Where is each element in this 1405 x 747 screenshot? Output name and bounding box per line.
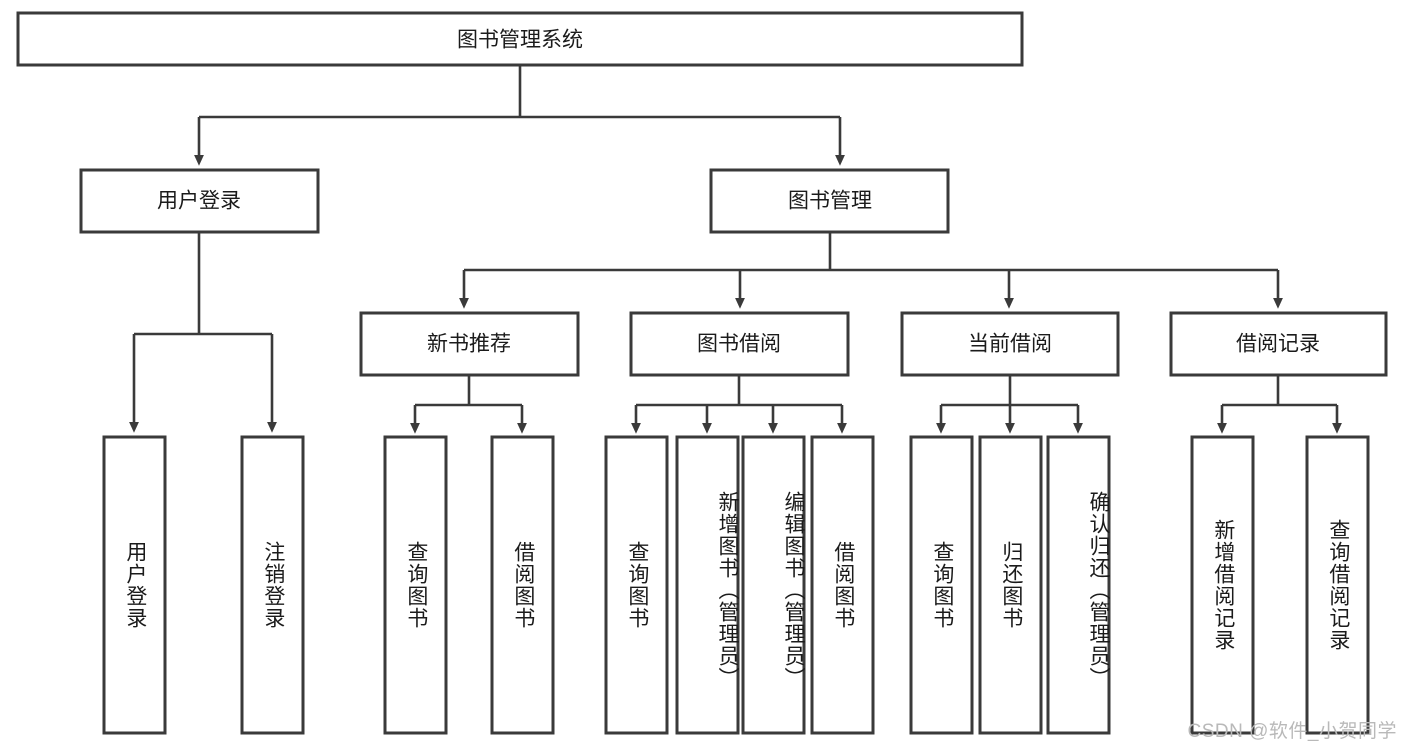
csdn-watermark: CSDN @软件_小贺同学 [1187,721,1397,742]
connector-group-userlogin-to-leaves [129,232,277,433]
connector-group-bookborrow-to-leaves [631,375,847,434]
leaf-group-new-book-recommend [383,435,555,735]
leaf-box-current-borrow-2[interactable] [1046,435,1111,735]
node-current-borrow-label: 当前借阅 [968,333,1052,356]
leaf-box-book-borrow-2[interactable] [741,435,806,735]
node-new-book-recommend[interactable]: 新书推荐 [359,311,580,377]
leaf-box-book-borrow-0[interactable] [604,435,669,735]
node-root-box[interactable] [16,11,1024,67]
node-new-book-recommend-box[interactable] [359,311,580,377]
node-root[interactable]: 图书管理系统 [16,11,1024,67]
leaf-group-user-login [102,435,305,735]
leaf-box-book-borrow-3[interactable] [810,435,875,735]
leaf-box-new-book-0[interactable] [383,435,448,735]
node-borrow-record-box[interactable] [1169,311,1388,377]
leaf-group-borrow-record [1190,435,1370,735]
connector-group-currentborrow-to-leaves [936,375,1083,434]
leaf-box-current-borrow-0[interactable] [909,435,974,735]
leaf-box-borrow-record-0[interactable] [1190,435,1255,735]
leaf-box-current-borrow-1[interactable] [978,435,1043,735]
leaf-box-new-book-1[interactable] [490,435,555,735]
leaf-group-book-borrow [604,435,875,735]
node-borrow-record[interactable]: 借阅记录 [1169,311,1388,377]
node-book-manage-label: 图书管理 [788,190,872,213]
node-current-borrow-box[interactable] [900,311,1120,377]
node-book-manage[interactable]: 图书管理 [709,168,950,234]
connector-group-newbook-to-leaves [410,375,527,434]
leaf-box-borrow-record-1[interactable] [1305,435,1370,735]
connector-group-borrowrecord-to-leaves [1217,375,1342,434]
node-borrow-record-label: 借阅记录 [1236,333,1320,356]
node-book-borrow-label: 图书借阅 [697,333,781,356]
node-current-borrow[interactable]: 当前借阅 [900,311,1120,377]
node-user-login-label: 用户登录 [157,190,241,213]
leaf-box-user-login-1[interactable] [240,435,305,735]
leaf-box-user-login-0[interactable] [102,435,167,735]
node-book-manage-box[interactable] [709,168,950,234]
node-book-borrow[interactable]: 图书借阅 [629,311,850,377]
node-user-login[interactable]: 用户登录 [79,168,320,234]
leaf-box-book-borrow-1[interactable] [675,435,740,735]
node-new-book-recommend-label: 新书推荐 [427,333,511,356]
connector-group-root-to-level2 [194,65,845,166]
node-root-label: 图书管理系统 [457,29,583,52]
connector-group-bookmanage-to-level3 [459,232,1283,309]
node-book-borrow-box[interactable] [629,311,850,377]
leaf-group-current-borrow [909,435,1111,735]
node-user-login-box[interactable] [79,168,320,234]
